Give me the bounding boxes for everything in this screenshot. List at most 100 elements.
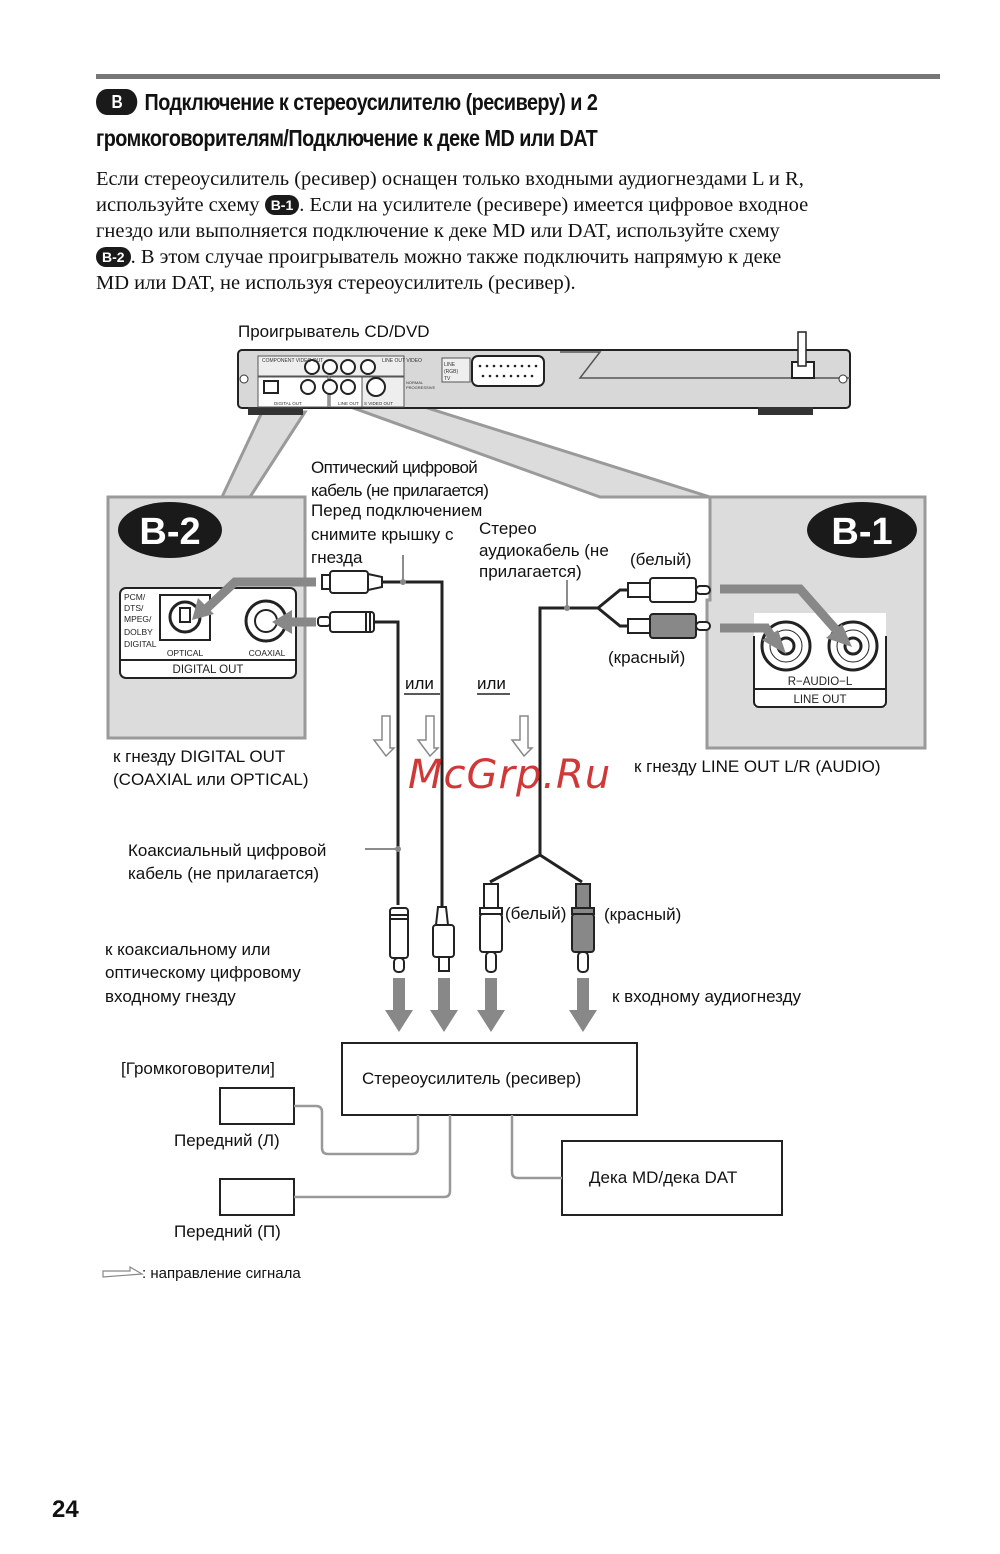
coax-cable-label-2: кабель (не прилагается) bbox=[128, 864, 320, 883]
white-flow-arrow bbox=[720, 584, 842, 635]
heading-line-1: Подключение к стереоусилителю (ресиверу)… bbox=[144, 89, 598, 115]
rgb-label: (RGB) bbox=[444, 369, 459, 375]
progressive-label: PROGRESSIVE bbox=[406, 385, 435, 390]
section-badge: B bbox=[96, 89, 138, 115]
legend-text: : направление сигнала bbox=[142, 1265, 301, 1282]
signal-direction-arrow bbox=[372, 715, 396, 758]
player-label: Проигрыватель CD/DVD bbox=[238, 322, 430, 341]
line-out-label: LINE OUT bbox=[793, 694, 846, 706]
b2-badge bbox=[118, 502, 222, 558]
digital-out-label: DIGITAL OUT bbox=[173, 664, 244, 676]
line-rgb-label: LINE bbox=[444, 362, 456, 368]
white-label-top: (белый) bbox=[630, 550, 692, 569]
b2-ref-badge: B-2 bbox=[96, 247, 131, 267]
format-dolby: DOLBY bbox=[124, 627, 153, 637]
down-arrow-optical bbox=[430, 978, 458, 1032]
format-pcm: PCM/ bbox=[124, 592, 146, 602]
b1-jack-panel bbox=[753, 636, 887, 708]
s-video-out-small: S VIDEO OUT bbox=[364, 401, 393, 406]
down-arrow-red bbox=[569, 978, 597, 1032]
speaker-left-wire bbox=[294, 1104, 420, 1156]
rca-plug-white-top bbox=[627, 577, 711, 603]
deck-label: Дека MD/дека DAT bbox=[589, 1168, 738, 1187]
watermark: McGrp.Ru bbox=[408, 752, 612, 798]
format-mpeg: MPEG/ bbox=[124, 614, 152, 624]
speaker-front-right bbox=[219, 1178, 295, 1216]
b2-caption-1: к гнезду DIGITAL OUT bbox=[113, 747, 286, 766]
optical-cable-label-4: снимите крышку с bbox=[311, 525, 454, 544]
to-digital-in-3: входному гнезду bbox=[105, 987, 236, 1006]
optical-flow-arrow bbox=[201, 577, 316, 614]
cd-dvd-player: COMPONENT VIDEO OUT LINE OUT VIDEO LINE … bbox=[237, 331, 851, 415]
red-label-top: (красный) bbox=[608, 648, 686, 667]
stereo-cable-white-branch bbox=[597, 588, 628, 610]
format-digital: DIGITAL bbox=[124, 639, 157, 649]
tv-label: TV bbox=[444, 376, 451, 382]
speaker-right-wire bbox=[294, 1115, 452, 1199]
coaxial-label: COAXIAL bbox=[249, 648, 286, 658]
format-dts: DTS/ bbox=[124, 603, 144, 613]
speakers-label: [Громкоговорители] bbox=[121, 1059, 275, 1078]
down-arrow-white bbox=[477, 978, 505, 1032]
b1-ref-badge: B-1 bbox=[264, 195, 300, 215]
intro-line-2: используйте схему B-1. Если на усилителе… bbox=[96, 192, 946, 218]
signal-direction-arrow bbox=[416, 715, 440, 758]
optical-plug-bottom bbox=[432, 906, 455, 972]
amplifier-box bbox=[341, 1042, 638, 1116]
intro-text: . Если на усилителе (ресивере) имеется ц… bbox=[299, 194, 809, 216]
to-digital-in-2: оптическому цифровому bbox=[105, 963, 301, 982]
down-arrow-coaxial bbox=[385, 978, 413, 1032]
intro-text: . В этом случае проигрыватель можно такж… bbox=[130, 246, 782, 268]
intro-line-3: гнездо или выполняется подключение к дек… bbox=[96, 220, 780, 242]
or-label-2: или bbox=[477, 674, 506, 693]
digital-out-small: DIGITAL OUT bbox=[274, 401, 302, 406]
b2-callout-wedge bbox=[219, 410, 308, 499]
to-audio-in: к входному аудиогнезду bbox=[612, 987, 802, 1006]
intro-paragraph: Если стереоусилитель (ресивер) оснащен т… bbox=[96, 166, 946, 296]
b2-caption-2: (COAXIAL или OPTICAL) bbox=[113, 770, 309, 789]
to-digital-in-1: к коаксиальному или bbox=[105, 940, 271, 959]
rca-plug-red-bottom bbox=[571, 883, 595, 973]
coaxial-plug-bottom bbox=[389, 907, 409, 973]
front-right-label: Передний (П) bbox=[174, 1222, 281, 1241]
optical-cable-label-2: кабель (не прилагается) bbox=[311, 481, 489, 500]
front-left-label: Передний (Л) bbox=[174, 1131, 280, 1150]
coaxial-cable bbox=[374, 620, 400, 905]
intro-line-4: B-2. В этом случае проигрыватель можно т… bbox=[96, 244, 946, 270]
deck-wire bbox=[510, 1115, 562, 1180]
white-label-bottom: (белый) bbox=[505, 904, 567, 923]
b1-caption: к гнезду LINE OUT L/R (AUDIO) bbox=[634, 757, 881, 776]
stereo-cable-branch bbox=[539, 853, 583, 884]
rca-plug-white-bottom bbox=[479, 883, 503, 973]
signal-legend-arrow-icon bbox=[102, 1265, 144, 1278]
stereo-cable-label-1: Стерео bbox=[479, 519, 537, 538]
stereo-cable bbox=[489, 606, 598, 884]
stereo-cable-red-branch bbox=[597, 606, 628, 628]
b1-badge-text: B-1 bbox=[831, 511, 892, 553]
line-out-small: LINE OUT bbox=[338, 401, 359, 406]
heading-line-2: громкоговорителям/Подключение к деке MD … bbox=[96, 125, 598, 151]
rca-plug-red-top bbox=[627, 613, 711, 639]
r-audio-l-label: R−AUDIO−L bbox=[788, 676, 853, 688]
component-video-out-label: COMPONENT VIDEO OUT bbox=[262, 358, 323, 364]
optical-cable-label-3: Перед подключением bbox=[311, 501, 483, 520]
or-label-1: или bbox=[405, 674, 434, 693]
stereo-cable-label-2: аудиокабель (не bbox=[479, 541, 609, 560]
line-out-video-label: LINE OUT VIDEO bbox=[382, 358, 422, 364]
normal-label: NORMAL bbox=[406, 380, 424, 385]
amplifier-label: Стереоусилитель (ресивер) bbox=[362, 1069, 582, 1088]
intro-text: используйте схему bbox=[96, 194, 265, 216]
signal-direction-arrow bbox=[510, 715, 534, 758]
speaker-front-left bbox=[219, 1087, 295, 1125]
section-rule bbox=[96, 74, 940, 79]
coaxial-plug-top bbox=[317, 611, 375, 633]
intro-line-1: Если стереоусилитель (ресивер) оснащен т… bbox=[96, 168, 804, 190]
optical-cable-label-1: Оптический цифровой bbox=[311, 458, 478, 477]
optical-plug-top bbox=[321, 570, 383, 594]
b1-badge bbox=[807, 502, 917, 558]
red-label-bottom: (красный) bbox=[604, 905, 682, 924]
intro-line-5: MD или DAT, не используя стереоусилитель… bbox=[96, 272, 576, 294]
page-number: 24 bbox=[52, 1496, 79, 1523]
